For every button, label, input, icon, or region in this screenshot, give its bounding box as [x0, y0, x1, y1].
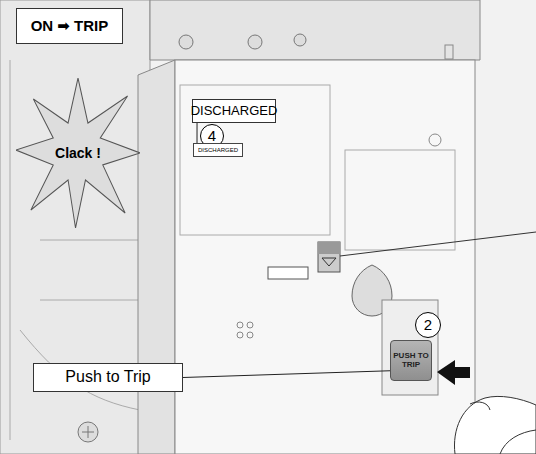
finger — [454, 396, 536, 454]
node-text: DISCHARGED — [191, 104, 278, 118]
node-text: ON ➡ TRIP — [31, 18, 109, 34]
node-text: 2 — [424, 317, 432, 333]
leader-line-stroke — [183, 371, 390, 378]
leader-line — [340, 232, 536, 256]
indicator — [318, 242, 340, 272]
window-panel — [345, 150, 455, 250]
push-arrow — [437, 360, 470, 385]
top-unit — [150, 0, 480, 60]
vent-hole — [237, 332, 243, 338]
device-label: DISCHARGED — [193, 143, 243, 157]
top-slot — [445, 45, 453, 59]
starburst-shape — [16, 78, 140, 228]
leader-line-stroke — [197, 123, 198, 143]
node-text: 4 — [208, 128, 216, 144]
fingernail — [470, 402, 490, 410]
screw — [248, 35, 262, 49]
slot — [268, 267, 308, 279]
finger — [500, 430, 536, 454]
trip-button: PUSH TO TRIP — [390, 340, 432, 381]
vent-hole — [247, 332, 253, 338]
leader-line — [183, 371, 390, 378]
node-text: Push to Trip — [65, 369, 150, 386]
screw — [179, 35, 193, 49]
raised-panel — [180, 85, 330, 235]
callout-box: DISCHARGED — [192, 99, 276, 123]
hole — [429, 134, 441, 146]
front-face — [175, 60, 475, 454]
leader-line — [197, 123, 198, 143]
node-text: Clack ! — [55, 146, 101, 161]
screw — [78, 422, 98, 442]
screw — [294, 34, 306, 46]
node-text: PUSH TO TRIP — [391, 352, 431, 369]
callout-box: ON ➡ TRIP — [16, 8, 123, 44]
vent-hole — [247, 322, 253, 328]
side-face — [138, 60, 175, 454]
callout-box: Push to Trip — [33, 363, 183, 392]
indicator-top — [318, 242, 340, 254]
sound-starburst: Clack ! — [16, 78, 140, 228]
indicator-triangle — [322, 258, 336, 266]
node-text: DISCHARGED — [198, 147, 238, 153]
callout-number: 2 — [415, 312, 441, 338]
screw-cross — [82, 426, 94, 438]
vent-hole — [237, 322, 243, 328]
